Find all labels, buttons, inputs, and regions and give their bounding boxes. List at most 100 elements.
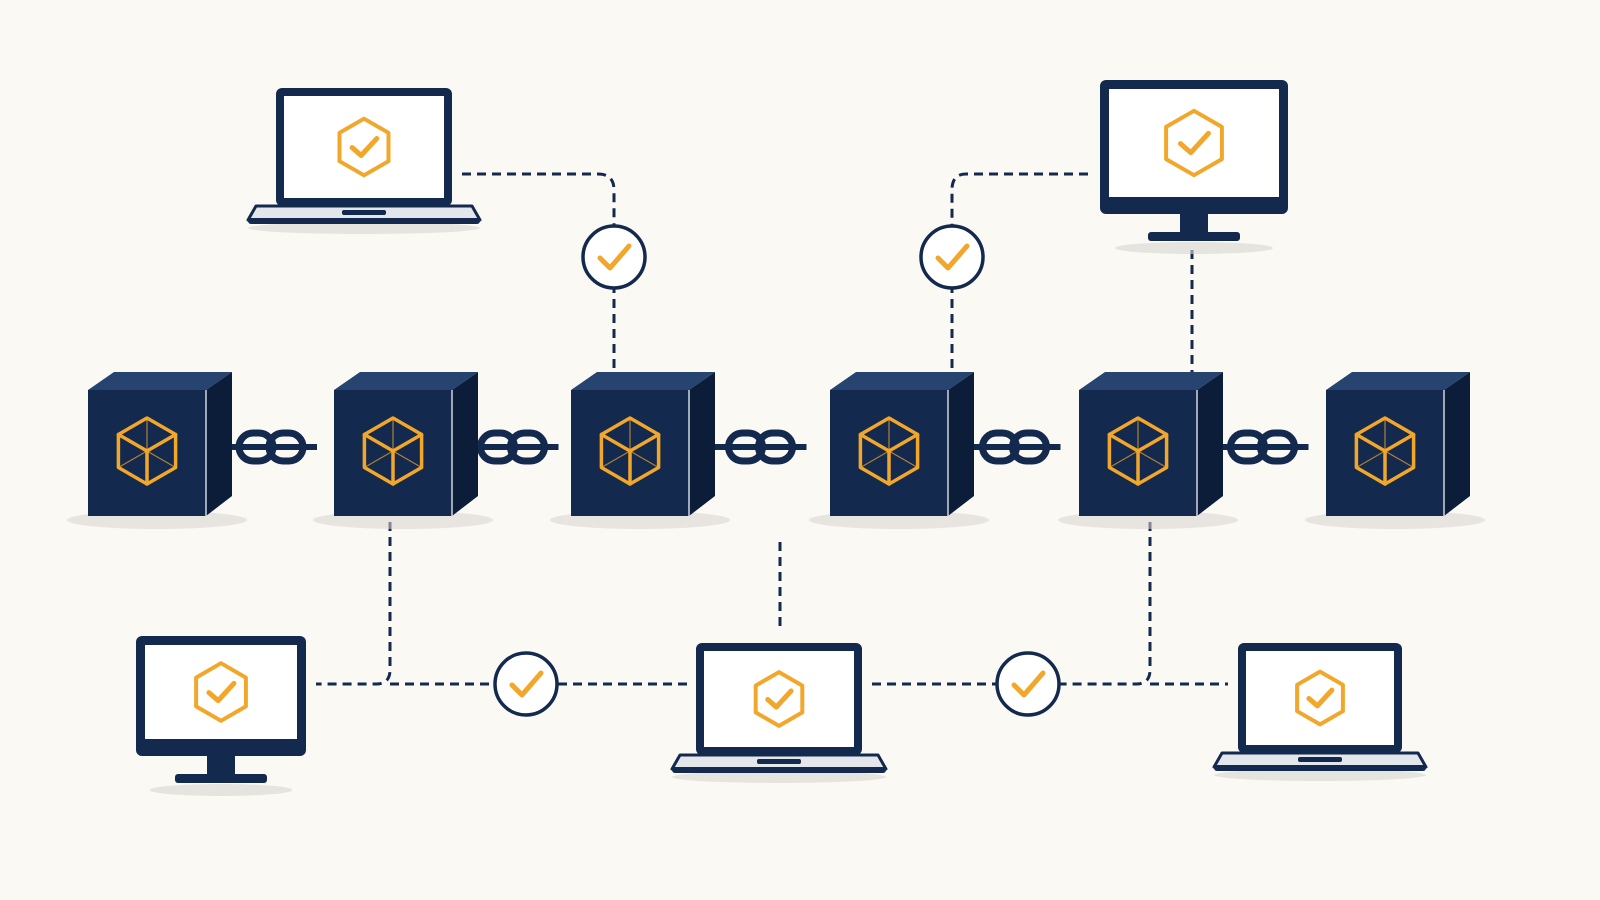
laptop-screen <box>1246 651 1394 745</box>
chain-link-2 <box>466 429 559 465</box>
block-4 <box>809 372 989 529</box>
cube-back-edges <box>860 418 918 469</box>
cube-back-edges <box>1109 418 1167 469</box>
block-top-face <box>334 372 478 390</box>
laptop-trackpad <box>757 759 801 764</box>
laptop-shadow <box>1214 769 1426 781</box>
check-bottom-right <box>995 651 1061 717</box>
laptop-shadow <box>672 771 886 783</box>
check-mark <box>765 688 794 710</box>
check-top-left <box>581 224 647 290</box>
hexagon-outline <box>337 116 391 178</box>
monitor-stand <box>1148 232 1240 241</box>
cube-icon <box>599 416 661 486</box>
cube-back-edges <box>601 418 659 469</box>
chain-link-icon <box>507 429 548 465</box>
hexagon-outline <box>1295 669 1345 727</box>
block-3 <box>550 372 730 529</box>
check-mark <box>1306 687 1335 709</box>
monitor-neck <box>207 756 235 776</box>
cube-icon <box>1354 416 1416 486</box>
chain-link-icon <box>1257 429 1298 465</box>
cube-icon <box>1107 416 1169 486</box>
laptop-screen <box>284 96 444 198</box>
chain-link-icon <box>755 429 796 465</box>
hexagon-check-icon <box>1295 669 1345 727</box>
block-1 <box>67 372 247 529</box>
laptop-trackpad <box>1298 757 1342 762</box>
chain-link-icon <box>1009 429 1050 465</box>
block-top-face <box>1326 372 1470 390</box>
chain-link-icon <box>235 429 277 465</box>
node-monitor-bottom-left <box>136 636 306 796</box>
block-side-face <box>452 372 478 516</box>
circle-check-icon <box>1011 670 1046 698</box>
check-top-right <box>919 224 985 290</box>
block-side-face <box>689 372 715 516</box>
chain-link-5 <box>1216 429 1309 465</box>
check-mark <box>1177 130 1211 156</box>
connector-bottom-right <box>1060 522 1152 686</box>
block-top-face <box>571 372 715 390</box>
cube-back-edges <box>1356 418 1414 469</box>
check-bottom-left <box>493 651 559 717</box>
cube-icon <box>858 416 920 486</box>
block-top-face <box>88 372 232 390</box>
block-top-face <box>830 372 974 390</box>
cube-back-edges <box>364 418 422 469</box>
block-side-face <box>1444 372 1470 516</box>
cube-back-edges <box>118 418 176 469</box>
circle-check-outline <box>581 224 647 290</box>
block-side-face <box>1197 372 1223 516</box>
hexagon-check-icon <box>194 661 248 723</box>
chain-link-3 <box>714 429 807 465</box>
block-side-face <box>948 372 974 516</box>
chain-link-icon <box>979 429 1020 465</box>
monitor-screen <box>1109 89 1279 197</box>
cube-icon <box>116 416 178 486</box>
hexagon-check-icon <box>753 670 805 728</box>
circle-check-icon <box>597 243 632 271</box>
monitor-shadow <box>1115 242 1273 254</box>
block-side-face <box>206 372 232 516</box>
monitor-shadow <box>149 784 293 796</box>
block-5 <box>1058 372 1238 529</box>
check-mark <box>206 680 237 704</box>
chain-link-icon <box>725 429 766 465</box>
chain-link-1 <box>225 429 317 465</box>
hexagon-outline <box>194 661 248 723</box>
hexagon-outline <box>1164 108 1224 178</box>
laptop-base <box>1214 765 1426 771</box>
circle-check-icon <box>935 243 970 271</box>
block-top-face <box>1079 372 1223 390</box>
circle-check-outline <box>919 224 985 290</box>
circle-check-icon <box>509 670 544 698</box>
laptop-shadow <box>248 222 480 234</box>
connector-top-right <box>950 172 1088 232</box>
block-2 <box>313 372 493 529</box>
laptop-base <box>672 767 886 773</box>
node-laptop-top-left <box>246 88 482 234</box>
hexagon-check-icon <box>337 116 391 178</box>
chain-link-icon <box>1227 429 1268 465</box>
circle-check-outline <box>493 651 559 717</box>
chain-link-icon <box>265 429 307 465</box>
laptop-base <box>248 218 480 224</box>
hexagon-check-icon <box>1164 108 1224 178</box>
monitor-neck <box>1180 214 1208 234</box>
node-laptop-bottom-center <box>670 643 888 783</box>
node-monitor-top-right <box>1100 80 1288 254</box>
check-mark <box>349 136 380 158</box>
circle-check-outline <box>995 651 1061 717</box>
chain-link-icon <box>477 429 518 465</box>
connector-bottom-left <box>316 522 392 686</box>
laptop-screen <box>704 651 854 747</box>
laptop-trackpad <box>342 210 386 215</box>
cube-icon <box>362 416 424 486</box>
node-laptop-bottom-right <box>1212 643 1428 781</box>
connector-top-left <box>462 172 616 232</box>
hexagon-outline <box>753 670 805 728</box>
monitor-stand <box>175 774 267 783</box>
